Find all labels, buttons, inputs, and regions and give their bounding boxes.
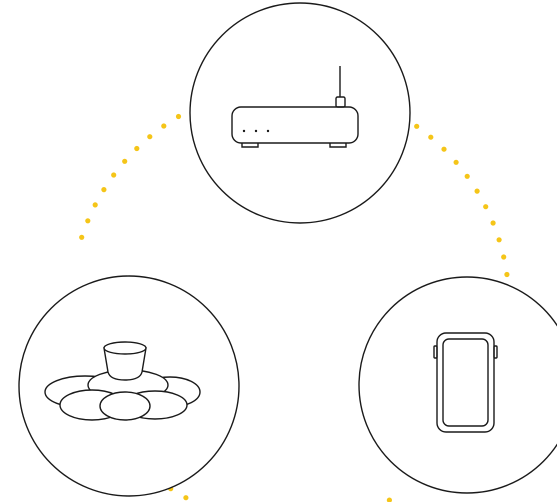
connection-dot-router-sensor (161, 123, 166, 128)
phone-node-circle (359, 277, 557, 493)
connection-dot-router-sensor (134, 146, 139, 151)
connection-dot-router-sensor (79, 235, 84, 240)
connection-dot-router-phone (414, 124, 419, 129)
connection-dot-router-sensor (111, 172, 116, 177)
connection-dot-router-sensor (85, 218, 90, 223)
sensor-node (19, 276, 239, 496)
connection-dot-router-phone (497, 237, 502, 242)
connection-dot-router-phone (501, 254, 506, 259)
connection-dot-router-sensor (176, 114, 181, 119)
connection-dot-router-phone (483, 204, 488, 209)
connection-dot-sensor-phone (387, 498, 392, 502)
connection-dot-router-sensor (122, 159, 127, 164)
connection-dot-router-sensor (147, 134, 152, 139)
connection-dot-router-phone (475, 189, 480, 194)
router-node (190, 3, 410, 223)
connection-dot-router-phone (428, 135, 433, 140)
router-node-circle (190, 3, 410, 223)
connection-dot-router-phone (465, 174, 470, 179)
connection-dot-router-phone (454, 160, 459, 165)
connection-dot-router-phone (504, 272, 509, 277)
phone-node (359, 277, 557, 493)
connection-dot-sensor-phone (183, 495, 188, 500)
connection-dot-router-sensor (93, 202, 98, 207)
connection-dot-router-sensor (101, 187, 106, 192)
connection-dot-router-phone (491, 220, 496, 225)
connection-dot-router-phone (441, 147, 446, 152)
